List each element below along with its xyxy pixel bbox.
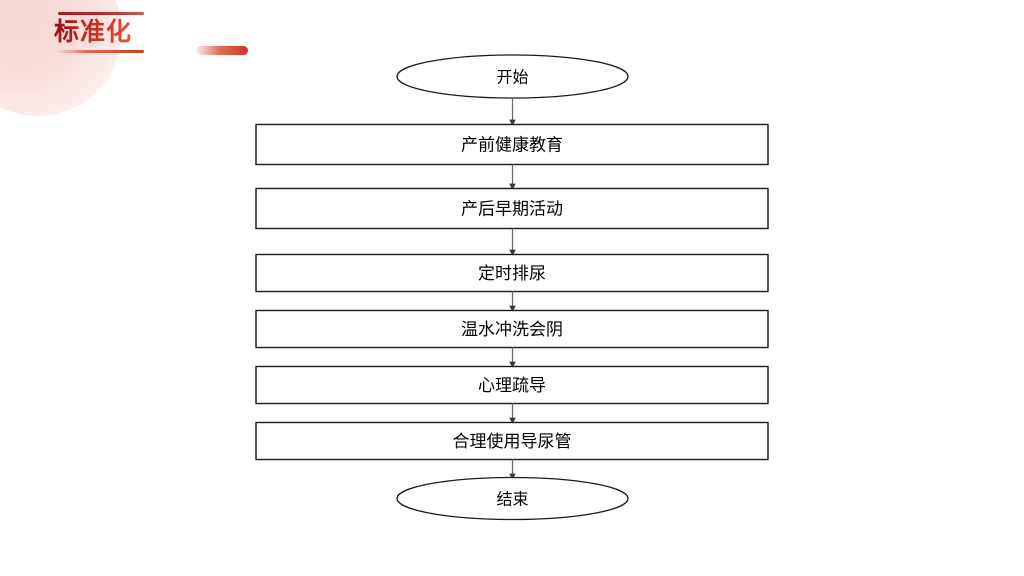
step-1-rect-shape [255, 123, 769, 166]
flow-node-end-label: 结束 [496, 491, 528, 509]
flow-node-start[interactable]: 开始 [396, 54, 629, 99]
flow-node-start-label: 开始 [496, 69, 528, 87]
flow-node-step-4[interactable]: 温水冲洗会阴 [255, 309, 769, 349]
flow-node-step-1-label: 产前健康教育 [461, 136, 563, 155]
step-6-rect-shape [255, 421, 769, 461]
step-3-rect-shape [255, 253, 769, 293]
flow-node-step-1[interactable]: 产前健康教育 [255, 123, 769, 166]
flow-node-step-4-label: 温水冲洗会阴 [461, 320, 563, 339]
flow-node-step-3-label: 定时排尿 [478, 264, 546, 283]
title-rule-underline-decoration [56, 50, 144, 53]
end-ellipse-shape [396, 476, 629, 521]
flow-node-step-3[interactable]: 定时排尿 [255, 253, 769, 293]
step-4-rect-shape [255, 309, 769, 349]
title-rule-top-decoration [58, 12, 144, 15]
step-2-rect-shape [255, 187, 769, 230]
title-rule-side-decoration [196, 46, 248, 55]
flow-node-end[interactable]: 结束 [396, 476, 629, 521]
flow-node-step-6-label: 合理使用导尿管 [453, 431, 572, 451]
flow-node-step-2-label: 产后早期活动 [461, 200, 563, 219]
flow-node-step-5-label: 心理疏导 [478, 376, 546, 395]
flow-node-step-6[interactable]: 合理使用导尿管 [255, 421, 769, 461]
page-title: 标准化 [54, 18, 133, 46]
flow-node-step-2[interactable]: 产后早期活动 [255, 187, 769, 230]
flow-node-step-5[interactable]: 心理疏导 [255, 365, 769, 405]
slide-title-block: 标准化 [54, 8, 248, 55]
